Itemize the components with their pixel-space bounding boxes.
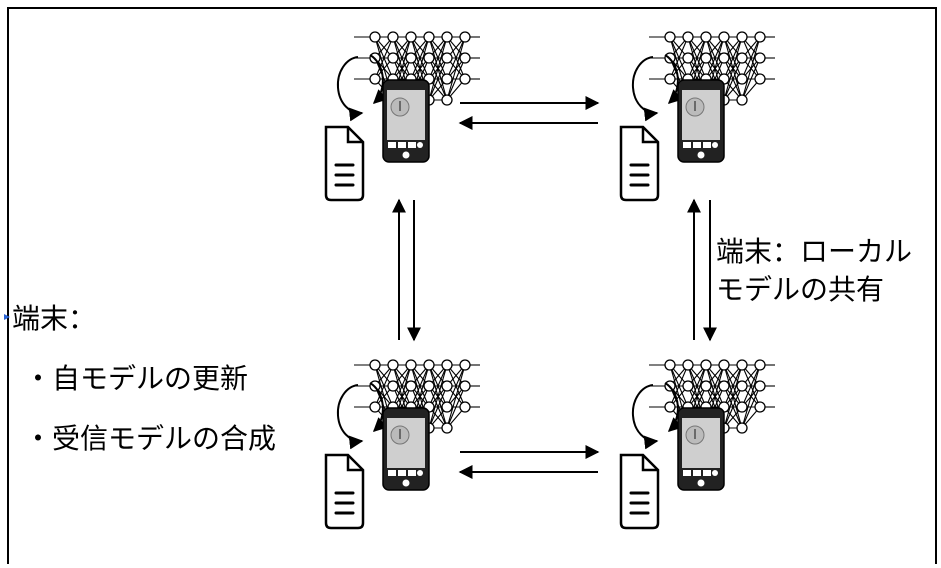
update-cycle-icon — [633, 385, 657, 441]
document-icon — [621, 127, 658, 200]
document-icon — [326, 455, 363, 528]
smartphone-icon — [678, 408, 724, 490]
document-icon — [326, 127, 363, 200]
device-node-bottom-right — [621, 360, 775, 528]
device-node-top-left — [326, 32, 480, 200]
update-cycle-icon — [338, 57, 362, 113]
smartphone-icon — [383, 408, 429, 490]
smartphone-icon — [383, 80, 429, 162]
device-node-top-right — [621, 32, 775, 200]
label-terminal-update: ・自モデルの更新 — [24, 360, 248, 398]
label-model-sharing: 端末：ローカル モデルの共有 — [716, 233, 912, 309]
label-model-sharing-line1: 端末：ローカル — [716, 233, 912, 271]
document-icon — [621, 455, 658, 528]
device-node-bottom-left — [326, 360, 480, 528]
update-cycle-icon — [338, 385, 362, 441]
smartphone-icon — [678, 80, 724, 162]
update-cycle-icon — [633, 57, 657, 113]
label-terminal-merge: ・受信モデルの合成 — [24, 420, 276, 458]
label-model-sharing-line2: モデルの共有 — [716, 271, 912, 309]
label-terminal-title: 端末： — [12, 300, 96, 338]
